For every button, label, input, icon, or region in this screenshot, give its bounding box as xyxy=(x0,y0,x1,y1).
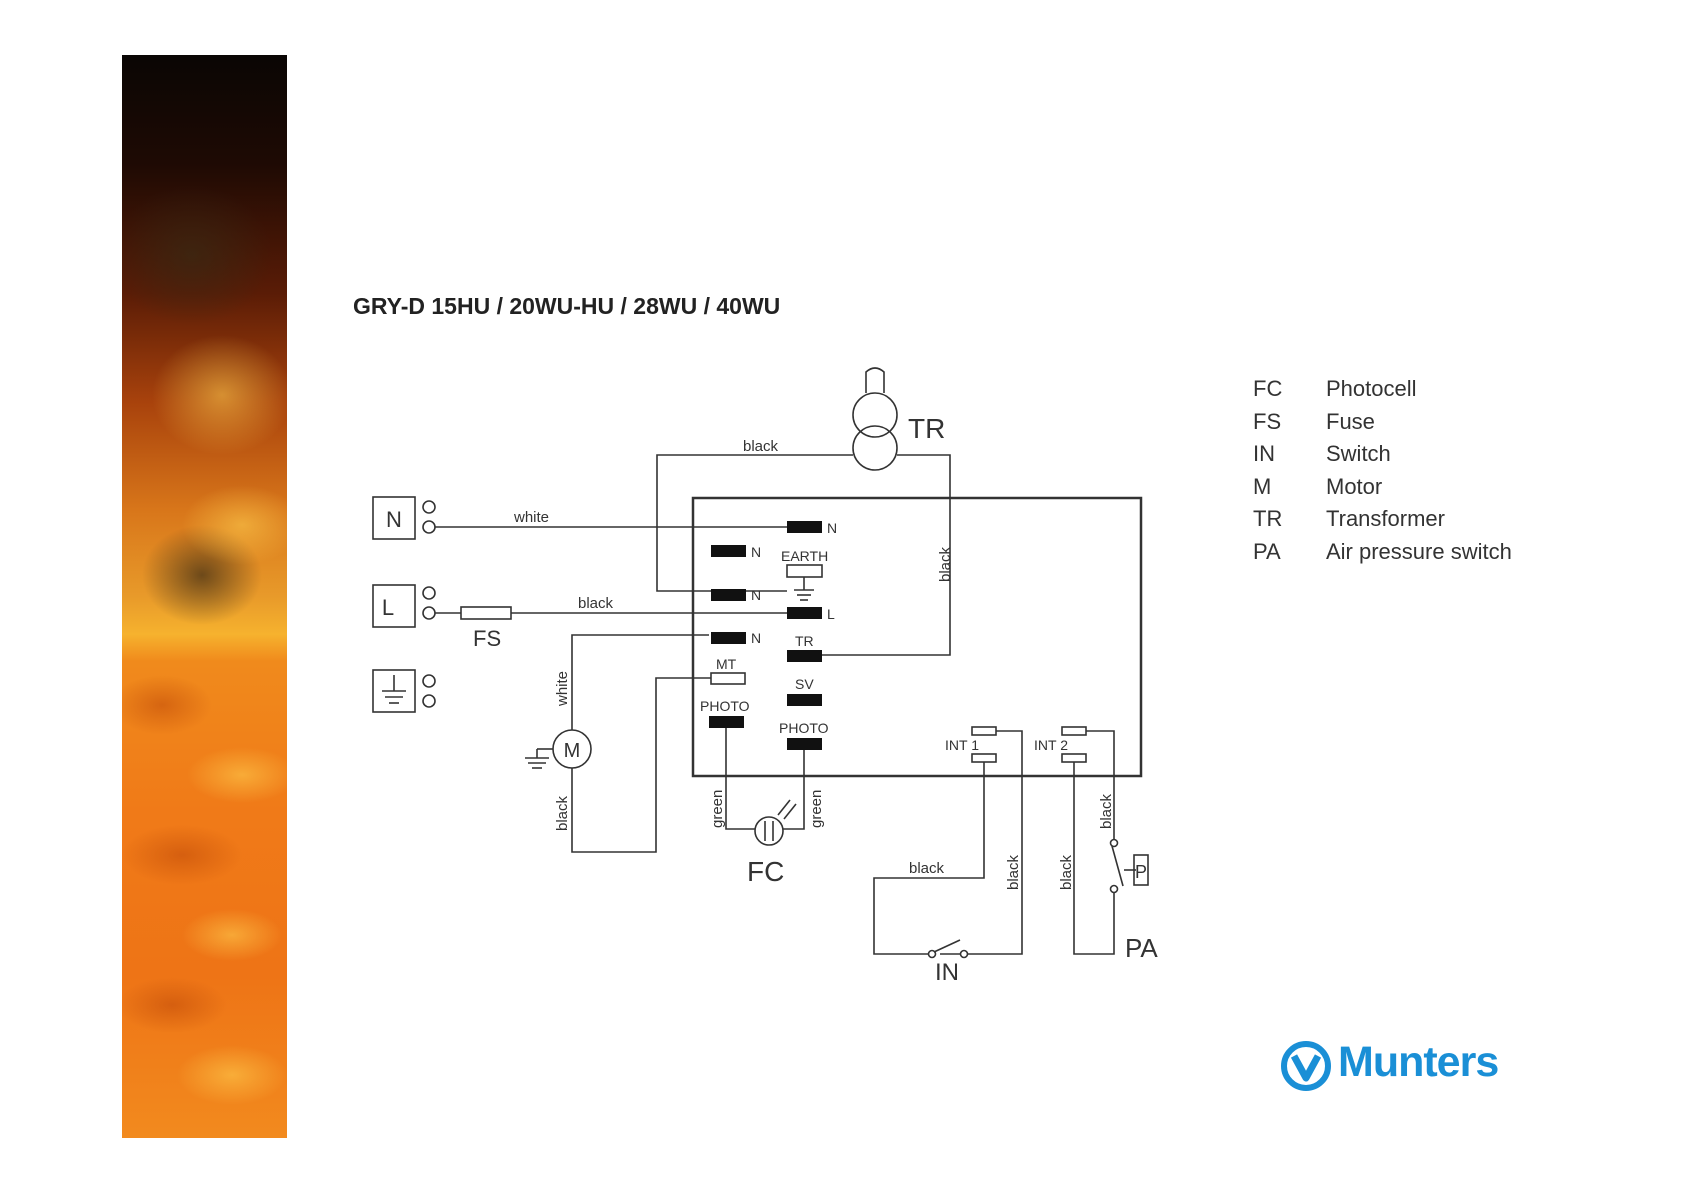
wire-label-tr-return: black xyxy=(937,546,954,582)
earth-symbol xyxy=(382,675,406,703)
wire-label-neutral: white xyxy=(513,509,549,526)
photocell-symbol xyxy=(755,800,796,845)
legend-description: Fuse xyxy=(1326,409,1375,435)
wire-label-line: black xyxy=(578,595,614,612)
wire-label-tr-top: black xyxy=(743,438,779,455)
munters-logo-icon xyxy=(1280,1040,1332,1092)
legend-code: IN xyxy=(1253,441,1275,467)
board-label-tr: TR xyxy=(795,633,814,649)
board-label-mt: MT xyxy=(716,656,737,672)
board-terminal-n-top xyxy=(787,521,822,533)
board-label-photo-right: PHOTO xyxy=(779,720,829,736)
pressure-switch-label: PA xyxy=(1125,933,1158,963)
pressure-switch-symbol-label: P xyxy=(1135,862,1147,882)
board-label-sv: SV xyxy=(795,676,814,692)
fuse-label: FS xyxy=(473,626,501,651)
board-terminal-l xyxy=(787,607,822,619)
photocell-label: FC xyxy=(747,856,784,887)
board-terminal-n-3 xyxy=(711,589,746,601)
board-terminal-sv xyxy=(787,694,822,706)
board-terminal-photo-left xyxy=(709,716,744,728)
legend-description: Transformer xyxy=(1326,506,1445,532)
motor-label: M xyxy=(564,740,581,762)
switch-label: IN xyxy=(935,959,959,986)
legend-code: TR xyxy=(1253,506,1282,532)
neutral-terminal-label: N xyxy=(386,507,402,532)
board-label-int1: INT 1 xyxy=(945,737,979,753)
board-terminal-photo-right xyxy=(787,738,822,750)
board-label-l: L xyxy=(827,606,835,622)
legend-code: M xyxy=(1253,474,1271,500)
line-terminal-label: L xyxy=(382,595,394,620)
motor-earth-symbol xyxy=(525,749,553,768)
board-earth-symbol xyxy=(794,577,814,600)
board-label-n-2: N xyxy=(751,544,761,560)
board-label-n-top: N xyxy=(827,520,837,536)
wire-tr-return xyxy=(820,455,950,655)
legend-description: Air pressure switch xyxy=(1326,539,1512,565)
wire-label-int2-left: black xyxy=(1058,854,1075,890)
wire-motor-black xyxy=(572,678,711,852)
board-terminal-n-2 xyxy=(711,545,746,557)
legend-code: FS xyxy=(1253,409,1281,435)
transformer-symbol xyxy=(853,368,897,470)
wire-label-int1-down: black xyxy=(1005,854,1022,890)
board-label-n-3: N xyxy=(751,587,761,603)
earth-connector xyxy=(787,565,822,577)
legend-code: FC xyxy=(1253,376,1282,402)
legend-description: Photocell xyxy=(1326,376,1417,402)
board-label-int2: INT 2 xyxy=(1034,737,1068,753)
wire-label-photo-right: green xyxy=(808,790,825,828)
wire-label-motor-black: black xyxy=(554,795,571,831)
board-label-n-4: N xyxy=(751,630,761,646)
transformer-label: TR xyxy=(908,413,945,444)
wire-label-photo-left: green xyxy=(709,790,726,828)
board-terminal-n-4 xyxy=(711,632,746,644)
mt-connector xyxy=(711,673,745,684)
wire-int2-left xyxy=(1074,762,1114,954)
wire-label-motor-white: white xyxy=(554,671,571,707)
wire-switch-top xyxy=(874,762,984,954)
switch-symbol xyxy=(929,940,968,958)
fuse-symbol xyxy=(461,607,511,619)
wire-label-switch-top: black xyxy=(909,860,945,877)
munters-logo-text: Munters xyxy=(1338,1038,1498,1087)
board-label-earth: EARTH xyxy=(781,548,828,564)
legend-description: Motor xyxy=(1326,474,1382,500)
wire-label-int2-right: black xyxy=(1098,793,1115,829)
legend-description: Switch xyxy=(1326,441,1391,467)
wire-motor-white xyxy=(572,635,709,730)
board-terminal-tr xyxy=(787,650,822,662)
board-label-photo-left: PHOTO xyxy=(700,698,750,714)
wire-tr-top xyxy=(657,455,853,591)
legend-code: PA xyxy=(1253,539,1281,565)
